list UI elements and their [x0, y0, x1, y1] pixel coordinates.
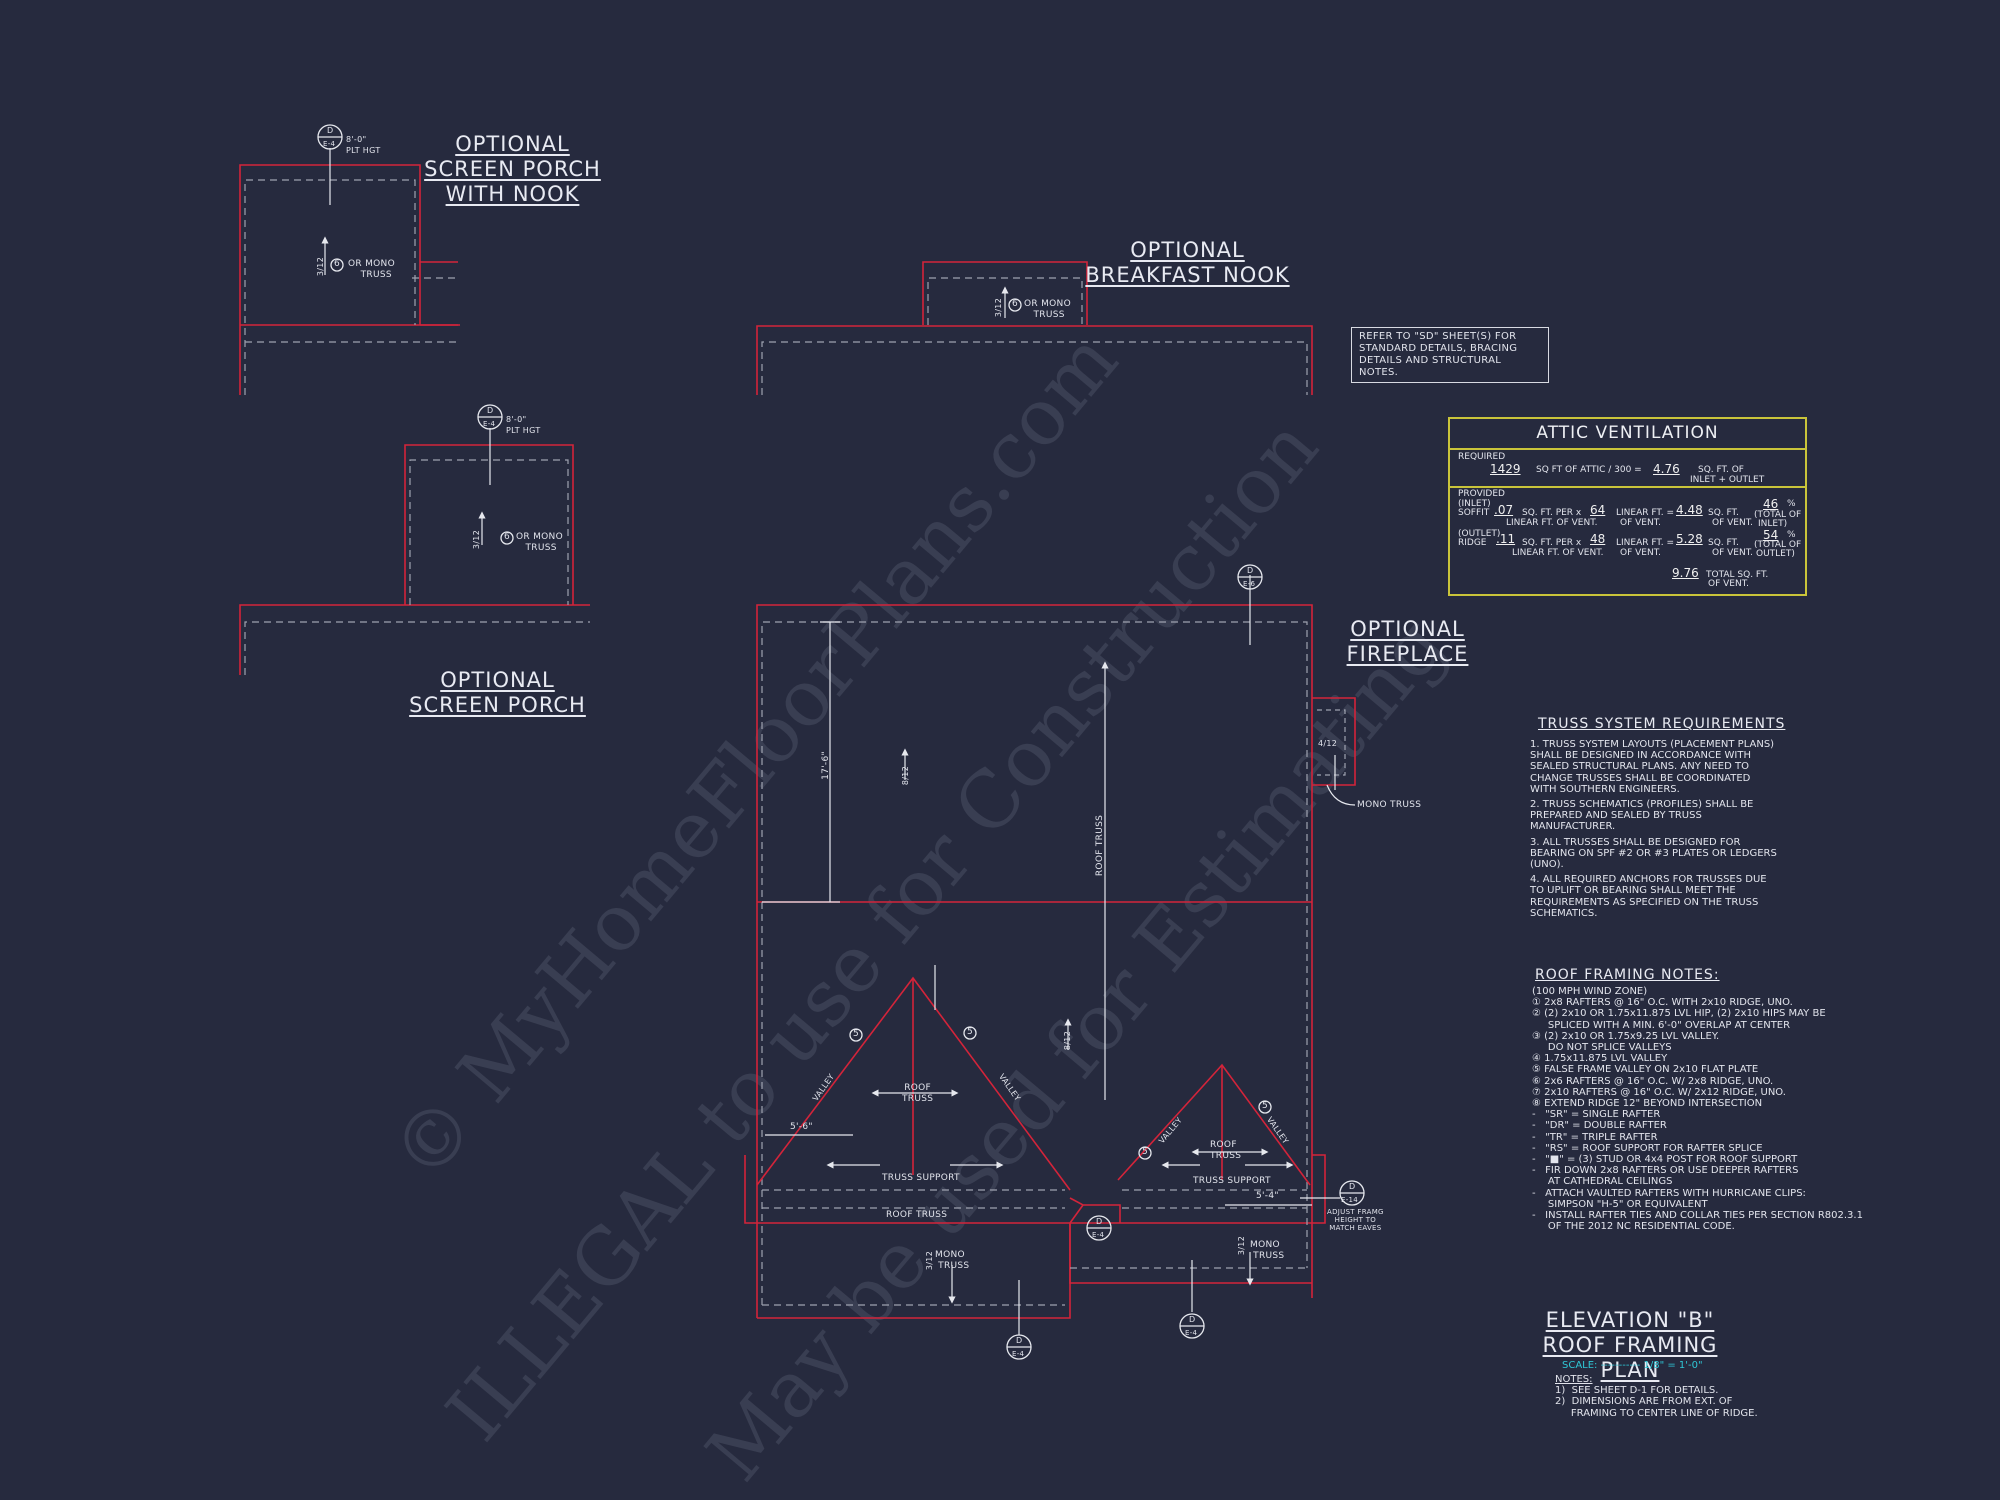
roof-truss-label: ROOF TRUSS — [886, 1210, 948, 1220]
truss-support-label: TRUSS SUPPORT — [1193, 1176, 1271, 1186]
dimension-label: 5'-4" — [1256, 1191, 1279, 1201]
plt-hgt-label: 8'-0"PLT HGT — [346, 135, 381, 155]
circle-number: 5 — [1142, 1147, 1149, 1157]
roof-truss-label: ROOF TRUSS — [1095, 814, 1106, 877]
section-markers — [317, 124, 1365, 1360]
truss-requirements-title: TRUSS SYSTEM REQUIREMENTS — [1538, 716, 1786, 732]
circle-number: 5 — [853, 1029, 860, 1039]
section-label: D — [1349, 1182, 1356, 1191]
title-elevation-b: ELEVATION "B"ROOF FRAMING PLAN — [1542, 1308, 1718, 1382]
pitch-label: 3/12 — [1237, 1235, 1247, 1256]
attic-title: ATTIC VENTILATION — [1450, 419, 1805, 450]
pitch-label: 3/12 — [472, 529, 482, 550]
pitch-label: 3/12 — [994, 297, 1004, 318]
roof-framing-notes-title: ROOF FRAMING NOTES: — [1535, 967, 1720, 983]
section-label: D — [1247, 566, 1254, 575]
section-label: E-4 — [483, 420, 496, 428]
dimension-label: 5'-6" — [790, 1122, 813, 1132]
pitch-label: 3/12 — [316, 256, 326, 277]
attic-ventilation-table: ATTIC VENTILATION REQUIRED 1429 SQ FT OF… — [1448, 417, 1807, 596]
plt-hgt-label: 8'-0"PLT HGT — [506, 415, 541, 435]
breakfast-nook-plan — [756, 261, 1313, 395]
section-label: D — [1016, 1336, 1023, 1345]
sheet-notes: NOTES:1) SEE SHEET D-1 FOR DETAILS.2) DI… — [1555, 1374, 1758, 1419]
pitch-label: 4/12 — [1318, 739, 1338, 748]
section-label: D — [487, 406, 494, 415]
mono-truss-label: OR MONO TRUSS — [348, 259, 395, 280]
section-label: E-4 — [323, 140, 336, 148]
section-label: E-6 — [1243, 580, 1256, 588]
truss-requirements-list: 1. TRUSS SYSTEM LAYOUTS (PLACEMENT PLANS… — [1530, 739, 1777, 919]
dimension-label: 17'-6" — [820, 751, 831, 780]
circle-number: 5 — [1262, 1101, 1269, 1111]
screen-porch-nook-plan — [239, 148, 460, 395]
scale-label: SCALE: ----------- 1/8" = 1'-0" — [1562, 1360, 1703, 1371]
section-label: E-4 — [1092, 1231, 1105, 1239]
mono-truss-label: MONO TRUSS — [1250, 1240, 1285, 1261]
mono-truss-label: MONO TRUSS — [1357, 800, 1422, 810]
circle-number: 6 — [504, 532, 511, 542]
section-label: E-14 — [1341, 1196, 1359, 1204]
pitch-label: 8/12 — [901, 765, 911, 786]
section-label: E-4 — [1185, 1329, 1198, 1337]
truss-support-label: TRUSS SUPPORT — [882, 1173, 960, 1183]
main-roof-plan — [744, 575, 1356, 1335]
roof-framing-notes-list: (100 MPH WIND ZONE)① 2x8 RAFTERS @ 16" O… — [1532, 986, 1863, 1233]
pitch-label: 3/12 — [925, 1250, 935, 1271]
section-label: D — [1096, 1217, 1103, 1226]
attic-required-row: REQUIRED 1429 SQ FT OF ATTIC / 300 = 4.7… — [1450, 450, 1805, 488]
section-label: E-4 — [1012, 1350, 1025, 1358]
mono-truss-label: OR MONO TRUSS — [516, 532, 563, 553]
mono-truss-label: MONO TRUSS — [935, 1250, 970, 1271]
mono-truss-label: OR MONO TRUSS — [1024, 299, 1071, 320]
circle-number: 5 — [967, 1027, 974, 1037]
section-label: D — [1189, 1315, 1196, 1324]
circle-number: 6 — [1012, 299, 1019, 309]
section-label: D — [327, 126, 334, 135]
pitch-label: 8/12 — [1063, 1030, 1073, 1051]
circle-number: 6 — [334, 259, 341, 269]
screen-porch-plan — [239, 428, 590, 675]
